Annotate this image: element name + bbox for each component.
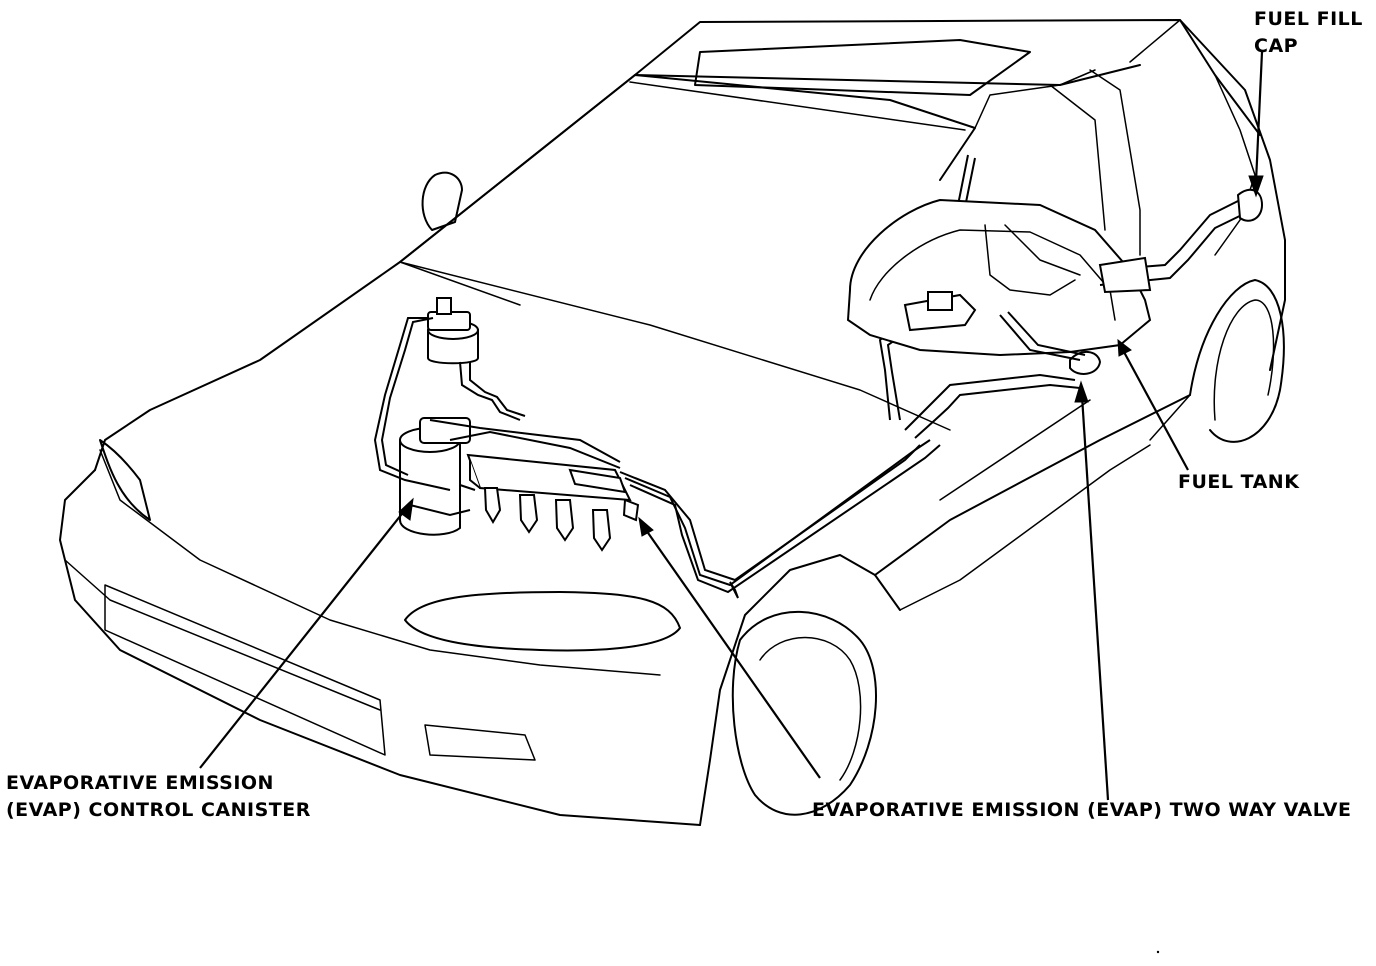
label-evap-two-way-valve: EVAPORATIVE EMISSION (EVAP) TWO WAY VALV… (812, 799, 1352, 821)
label-fuel-tank: FUEL TANK (1178, 471, 1300, 493)
label-evap-canister-line1: EVAPORATIVE EMISSION (6, 772, 274, 794)
fuel-tank (846, 188, 1264, 375)
engine-hoses (373, 317, 621, 517)
label-fuel-fill-cap: FUEL FILL CAP (1254, 6, 1363, 60)
label-fuel-fill-cap-line1: FUEL FILL (1254, 8, 1363, 30)
evap-control-canister (399, 417, 476, 536)
dot-mark (1156, 950, 1160, 954)
leader-two-way-valve-engine (638, 516, 821, 779)
label-evap-canister: EVAPORATIVE EMISSION (EVAP) CONTROL CANI… (6, 770, 311, 824)
leader-fuel-tank (1117, 338, 1189, 471)
leader-evap-canister (199, 497, 414, 769)
label-evap-canister-line2: (EVAP) CONTROL CANISTER (6, 799, 311, 821)
leader-two-way-valve-tank (1074, 380, 1110, 801)
leader-fuel-fill-cap (1248, 51, 1264, 198)
fuel-rail-injectors (466, 453, 640, 552)
label-fuel-fill-cap-line2: CAP (1254, 35, 1299, 57)
purge-control-valve (427, 297, 479, 365)
car-body (59, 19, 1286, 826)
